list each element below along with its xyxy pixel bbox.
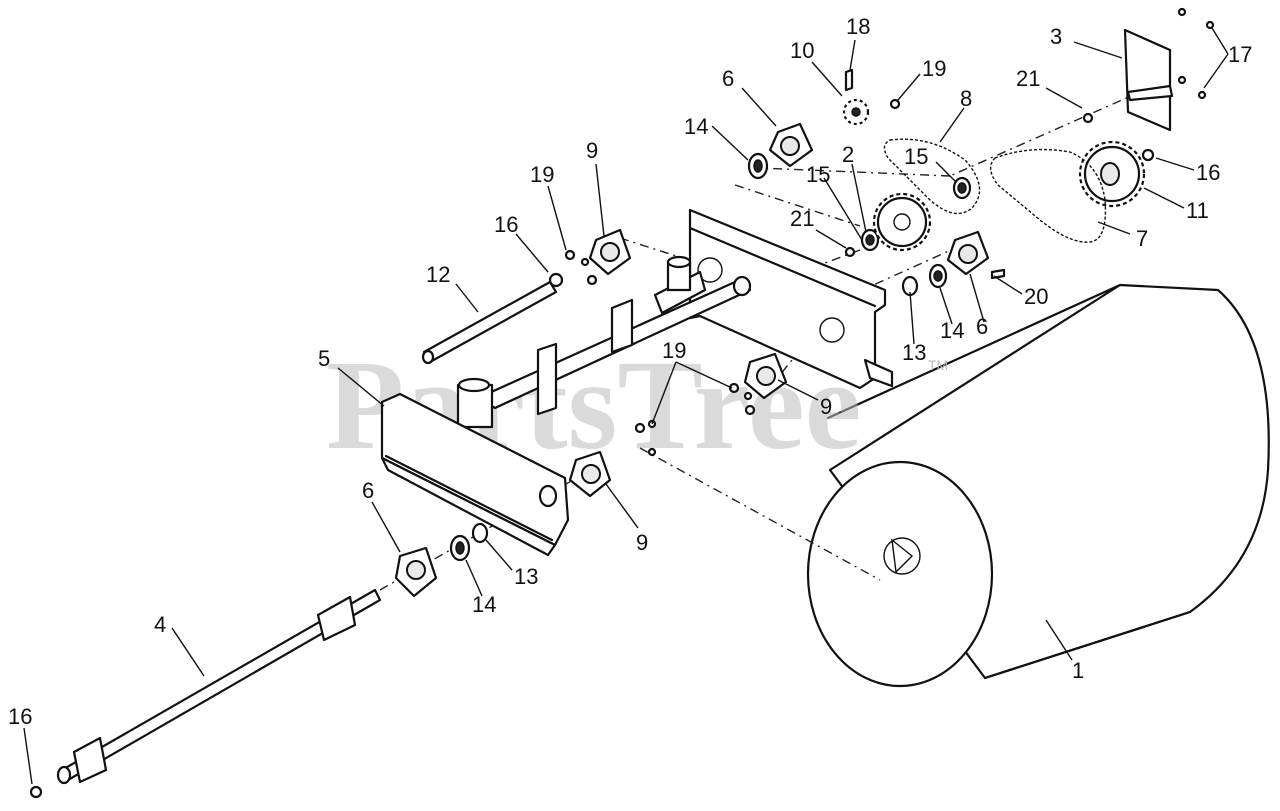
large-sprocket[interactable] bbox=[872, 192, 932, 252]
callout-13: 13 bbox=[514, 564, 538, 589]
callout-19: 19 bbox=[530, 162, 554, 187]
callout-7: 7 bbox=[1136, 226, 1148, 251]
callout-6: 6 bbox=[362, 478, 374, 503]
callout-14: 14 bbox=[940, 318, 964, 343]
chain-8[interactable] bbox=[883, 138, 981, 215]
callout-2: 2 bbox=[842, 142, 854, 167]
callout-9: 9 bbox=[636, 530, 648, 555]
main-shaft[interactable] bbox=[56, 588, 382, 785]
callout-15: 15 bbox=[806, 162, 830, 187]
flange-bearing-top[interactable] bbox=[768, 122, 814, 168]
callout-16: 16 bbox=[8, 704, 32, 729]
callout-14: 14 bbox=[472, 592, 496, 617]
cross-tube[interactable] bbox=[456, 255, 752, 429]
callout-17: 17 bbox=[1228, 42, 1252, 67]
callout-6: 6 bbox=[722, 66, 734, 91]
callout-6: 6 bbox=[976, 314, 988, 339]
flange-bearing-center[interactable] bbox=[743, 352, 788, 400]
mounting-plate-3[interactable] bbox=[1123, 28, 1174, 132]
callout-16: 16 bbox=[1196, 160, 1220, 185]
flange-bearing-front[interactable] bbox=[568, 450, 612, 498]
callout-5: 5 bbox=[318, 346, 330, 371]
callout-20: 20 bbox=[1024, 284, 1048, 309]
callout-12: 12 bbox=[426, 262, 450, 287]
callout-8: 8 bbox=[960, 86, 972, 111]
callout-21: 21 bbox=[790, 206, 814, 231]
callout-3: 3 bbox=[1050, 24, 1062, 49]
callout-16: 16 bbox=[494, 212, 518, 237]
leader-lines bbox=[23, 27, 1229, 785]
callout-19: 19 bbox=[662, 338, 686, 363]
callout-18: 18 bbox=[846, 14, 870, 39]
small-sprocket-10[interactable] bbox=[842, 98, 870, 126]
callout-21: 21 bbox=[1016, 66, 1040, 91]
idler-shaft[interactable] bbox=[421, 280, 558, 365]
roller-drum[interactable] bbox=[806, 283, 1270, 688]
callout-15: 15 bbox=[904, 144, 928, 169]
callout-10: 10 bbox=[790, 38, 814, 63]
flange-bearing-lower[interactable] bbox=[394, 546, 438, 598]
chain-7[interactable] bbox=[990, 148, 1107, 243]
callout-13: 13 bbox=[902, 340, 926, 365]
callout-1: 1 bbox=[1072, 658, 1084, 683]
sprocket-11[interactable] bbox=[1078, 140, 1146, 208]
flange-bearing-right[interactable] bbox=[946, 230, 990, 276]
callout-19: 19 bbox=[922, 56, 946, 81]
callout-11: 11 bbox=[1186, 198, 1209, 223]
hardware-fasteners[interactable] bbox=[29, 7, 1215, 799]
front-channel[interactable] bbox=[380, 392, 570, 557]
flange-bearing-left-rear[interactable] bbox=[588, 228, 632, 276]
callout-9: 9 bbox=[586, 138, 598, 163]
callout-9: 9 bbox=[820, 394, 832, 419]
callout-4: 4 bbox=[154, 612, 166, 637]
watermark-tm: TM bbox=[928, 357, 948, 373]
callout-labels: 18 10 19 8 3 21 17 6 14 9 19 16 15 2 15 … bbox=[8, 14, 1252, 729]
callout-14: 14 bbox=[684, 114, 708, 139]
